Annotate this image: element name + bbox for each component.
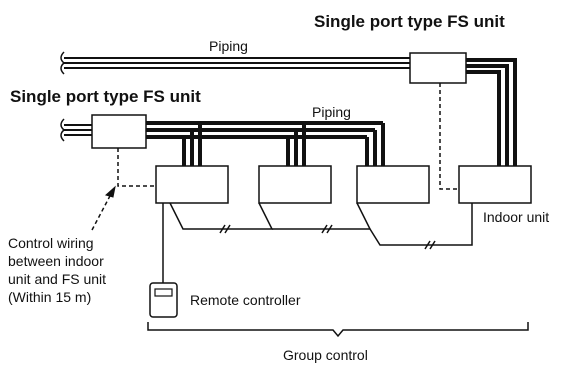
group-control-bracket [147,322,529,338]
piping-mid-label: Piping [312,104,351,120]
remote-controller-label: Remote controller [190,292,301,308]
pipe-break-mark-left [60,118,66,142]
fs-unit-left [91,114,147,149]
pipe-break-mark-top [60,51,66,75]
fs-unit-top [409,52,467,84]
top-fs-to-indoor-piping [466,58,517,172]
control-wiring-line-4: (Within 15 m) [8,289,91,305]
left-piping-run [60,118,92,142]
control-wiring-line-1: Control wiring [8,235,94,251]
piping-top-label: Piping [209,38,248,54]
indoor-unit-4 [458,165,532,204]
indoor-unit-label: Indoor unit [483,209,549,225]
control-wiring-line-2: between indoor [8,253,104,269]
indoor-unit-2 [258,165,332,204]
top-piping-run [60,51,410,75]
control-wiring-arrow [91,185,116,231]
fs-unit-top-label: Single port type FS unit [314,12,505,31]
control-wiring-label: Control wiring between indoor unit and F… [8,235,106,305]
fs-unit-left-label: Single port type FS unit [10,87,201,106]
remote-controller [149,282,178,318]
control-wiring-top [439,83,459,190]
control-wiring-left [117,148,156,187]
mid-piping-run [146,121,385,166]
group-control-label: Group control [283,347,368,363]
indoor-unit-1 [155,165,229,204]
group-control-wiring [169,202,473,250]
indoor-unit-3 [356,165,430,204]
control-wiring-line-3: unit and FS unit [8,271,106,287]
